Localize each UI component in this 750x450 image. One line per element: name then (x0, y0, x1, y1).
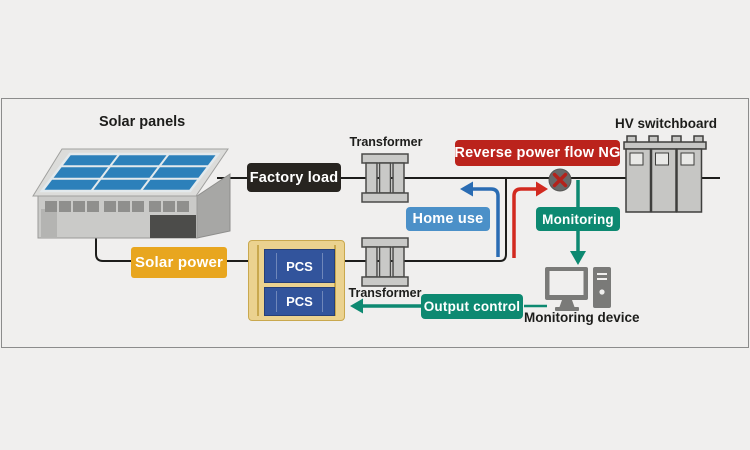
transformer-icon-bottom (361, 237, 409, 287)
hv-switchboard-label: HV switchboard (615, 116, 718, 131)
pcs-unit-1: PCS (264, 249, 335, 283)
monitoring-node: Monitoring (536, 207, 620, 231)
pcs-cabinet-rail-right (334, 245, 336, 316)
pcs-cabinet-rail-left (257, 245, 259, 316)
solar-panel-roof (39, 152, 221, 193)
reverse-power-flow-ng-banner: Reverse power flow NG (454, 140, 620, 166)
transformer-bottom-label: Transformer (348, 286, 422, 300)
diagram-frame (1, 98, 749, 348)
factory-windows (45, 201, 189, 212)
monitoring-device-icon (545, 267, 611, 311)
solar-panels-label: Solar panels (99, 114, 186, 130)
home-use-node: Home use (406, 207, 490, 231)
hv-switchboard-icon (623, 135, 707, 213)
factory-building-icon (32, 148, 231, 239)
home-use-flow-arrow (460, 181, 500, 257)
reverse-flow-arrow (512, 181, 548, 258)
ng-blocked-icon (548, 168, 572, 192)
solar-power-node: Solar power (131, 247, 227, 278)
factory-load-node: Factory load (247, 163, 341, 192)
transformer-icon-top (361, 153, 409, 203)
monitoring-device-label: Monitoring device (524, 310, 640, 325)
transformer-top-label: Transformer (349, 135, 423, 149)
pcs-unit-1-label: PCS (286, 258, 313, 274)
pcs-cabinet: PCS PCS (248, 240, 345, 321)
output-control-node: Output control (421, 294, 523, 319)
output-control-arrow (350, 298, 547, 314)
pcs-unit-2: PCS (264, 287, 335, 316)
pcs-unit-2-label: PCS (286, 294, 313, 309)
